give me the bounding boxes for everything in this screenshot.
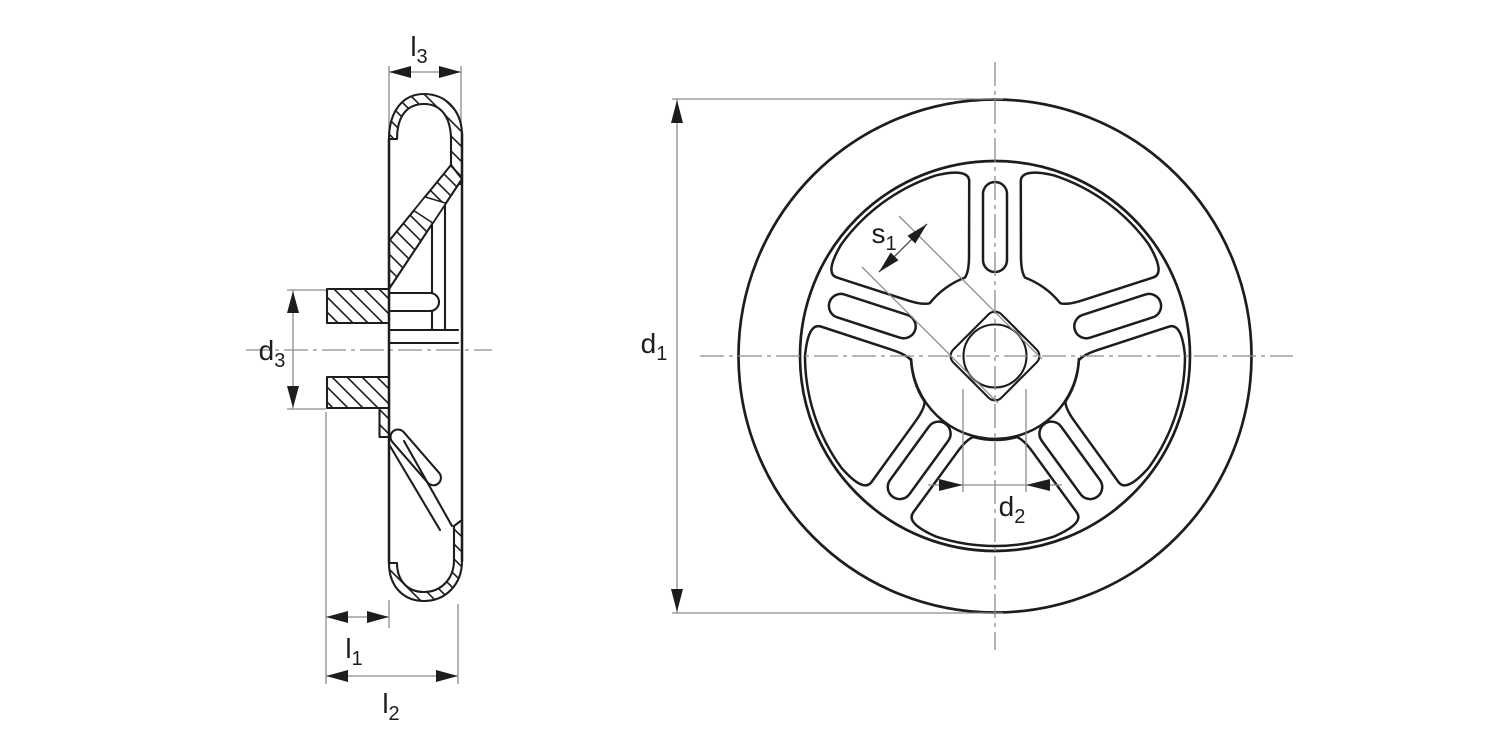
side-view-dimension-arrows [287,66,461,682]
side-lower-spoke-edges [388,439,454,532]
dim-label-d2: d2 [999,491,1026,528]
cutouts [787,152,1203,548]
hub-section-lower [325,375,391,410]
dim-label-l1: l1 [345,633,362,670]
dimension-d1 [671,98,1003,614]
dimension-s1 [861,215,1043,404]
spoke-section-band [387,163,464,291]
rim-section-bottom [387,518,464,603]
dim-label-d3: d3 [259,335,286,372]
dimension-d2 [928,389,1062,492]
hub-face-arc [909,357,1081,441]
dim-label-d1: d1 [641,328,668,365]
square-bore [949,310,1041,402]
dim-label-l2: l2 [382,688,399,725]
front-view: d1 d2 s1 [641,62,1293,650]
side-slot-horizontal [387,291,441,313]
side-section-view: l3 d3 l1 l2 [246,31,492,725]
hub-section-upper [325,287,391,325]
dim-label-s1: s1 [871,218,896,255]
spoke-slot-gap [413,196,447,224]
dim-label-l3: l3 [410,31,427,68]
side-slot-diagonal [389,428,442,487]
web-section-strip [378,406,391,439]
